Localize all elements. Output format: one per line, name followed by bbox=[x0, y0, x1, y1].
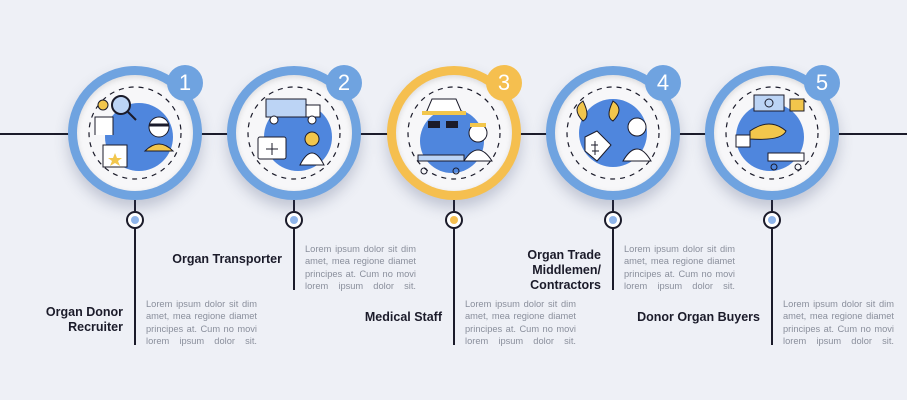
connector-dot bbox=[285, 211, 303, 229]
step-description: Lorem ipsum dolor sit dim amet, mea regi… bbox=[465, 299, 576, 347]
step-number-badge: 4 bbox=[645, 65, 681, 101]
connector-dot bbox=[604, 211, 622, 229]
connector-stem-lower bbox=[771, 228, 773, 345]
connector-stem-lower bbox=[612, 228, 614, 290]
connector-dot bbox=[763, 211, 781, 229]
step-title: Organ Donor Recruiter bbox=[45, 305, 123, 334]
step-description: Lorem ipsum dolor sit dim amet, mea regi… bbox=[624, 244, 735, 292]
step-circle bbox=[705, 66, 839, 200]
connector-stem bbox=[453, 200, 455, 211]
step-title: Donor Organ Buyers bbox=[637, 310, 760, 324]
step-number-badge: 5 bbox=[804, 65, 840, 101]
step-number-badge: 3 bbox=[486, 65, 522, 101]
step-title: Organ Trade Middlemen/ Contractors bbox=[527, 248, 601, 292]
connector-stem-lower bbox=[453, 228, 455, 345]
step-circle bbox=[387, 66, 521, 200]
connector-stem-lower bbox=[293, 228, 295, 290]
connector-dot bbox=[126, 211, 144, 229]
connector-stem bbox=[612, 200, 614, 211]
connector-dot bbox=[445, 211, 463, 229]
step-number-badge: 1 bbox=[167, 65, 203, 101]
kidney-price-tag-icon bbox=[566, 86, 660, 180]
step-description: Lorem ipsum dolor sit dim amet, mea regi… bbox=[146, 299, 257, 347]
transport-truck-icon bbox=[247, 86, 341, 180]
step-title: Medical Staff bbox=[364, 310, 442, 324]
money-organ-buyer-icon bbox=[725, 86, 819, 180]
medical-staff-icon bbox=[407, 86, 501, 180]
step-number-badge: 2 bbox=[326, 65, 362, 101]
recruiter-icon bbox=[88, 86, 182, 180]
step-description: Lorem ipsum dolor sit dim amet, mea regi… bbox=[305, 244, 416, 292]
step-title: Organ Transporter bbox=[172, 252, 282, 266]
connector-stem bbox=[771, 200, 773, 211]
connector-stem-lower bbox=[134, 228, 136, 345]
step-circle-inner bbox=[714, 75, 830, 191]
step-description: Lorem ipsum dolor sit dim amet, mea regi… bbox=[783, 299, 894, 347]
connector-stem bbox=[293, 200, 295, 211]
connector-stem bbox=[134, 200, 136, 211]
